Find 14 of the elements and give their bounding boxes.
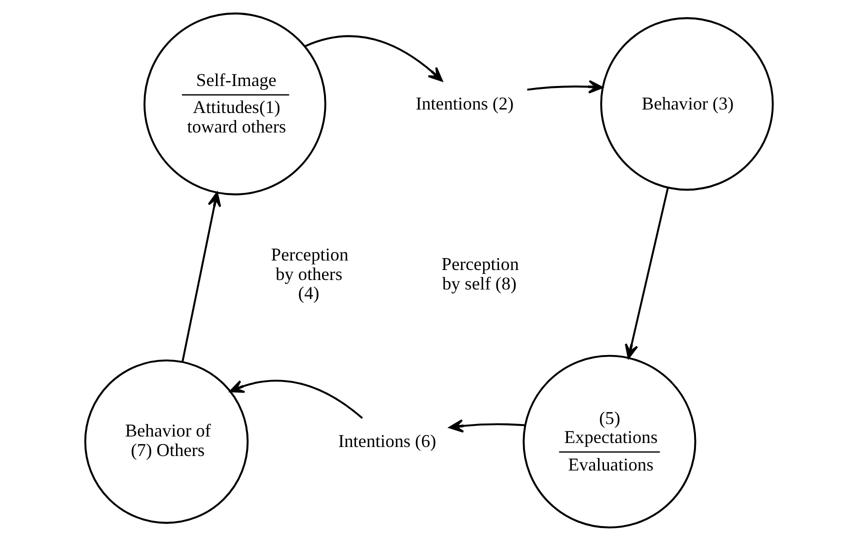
node-text: Intentions (6) [338, 431, 436, 452]
arrow [304, 35, 442, 82]
arrow [181, 192, 221, 362]
arrow [228, 380, 362, 419]
node-circle: Behavior of (7) Others [84, 359, 248, 524]
arrow [526, 80, 603, 94]
label: Perception by others (4) [270, 244, 348, 304]
label: Perception by self (8) [441, 254, 518, 294]
arrow [624, 188, 668, 359]
node-circle: Self-Image Attitudes(1) toward others [143, 12, 326, 196]
node-circle: Behavior (3) [600, 17, 774, 191]
node-circle: (5) Expectations Evaluations [522, 354, 696, 528]
arrow [448, 419, 524, 433]
node-text: Intentions (2) [415, 93, 514, 114]
